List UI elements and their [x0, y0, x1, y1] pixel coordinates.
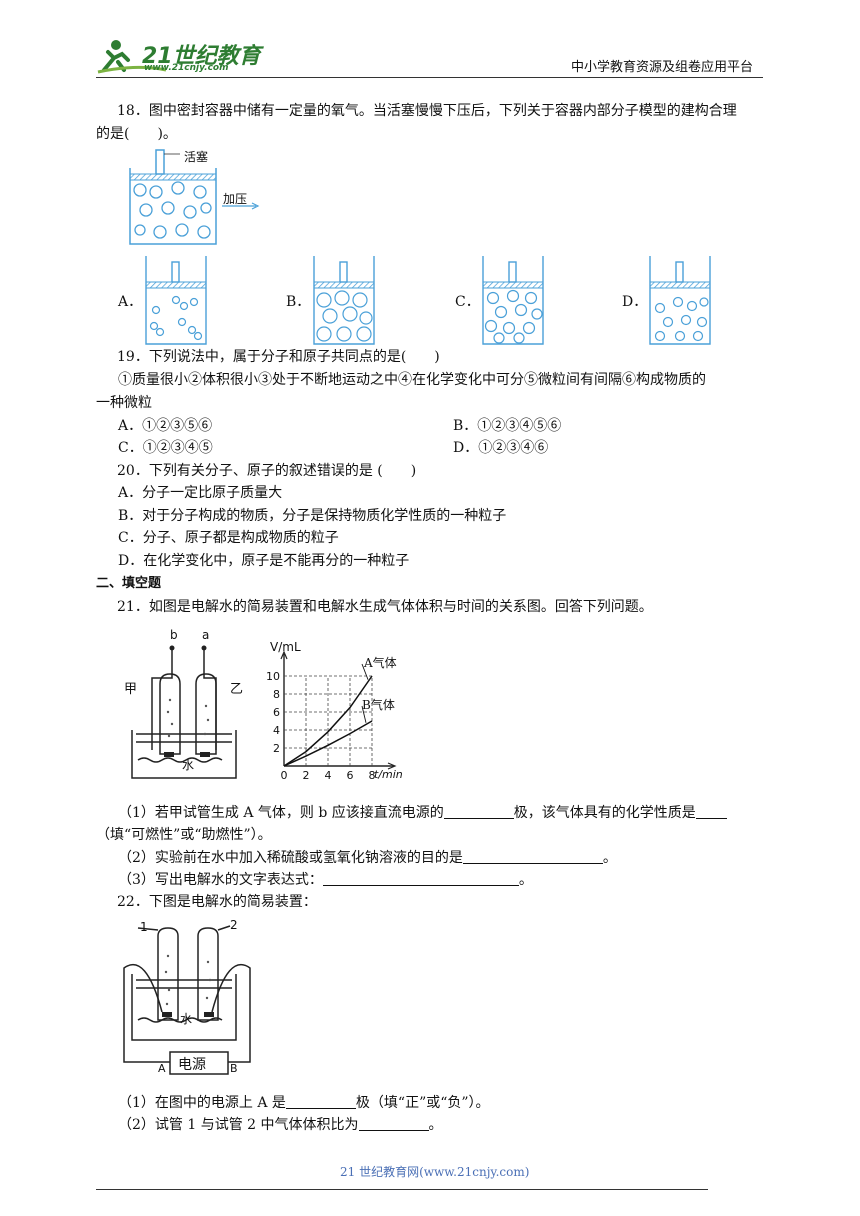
x-tick-label: 0 [281, 769, 288, 782]
q20-option-b[interactable]: B．对于分子构成的物质，分子是保持物质化学性质的一种粒子 [118, 508, 507, 524]
series-a-line [283, 675, 373, 767]
q21-part1-line1: （1）若甲试管生成 A 气体，则 b 应该接直流电源的 极，该气体具有的化学性质是 [118, 803, 727, 823]
q22-stem: 22．下图是电解水的简易装置： [117, 894, 317, 910]
q19-stem: 19．下列说法中，属于分子和原子共同点的是( ) [117, 349, 440, 365]
chart-series-b-label: B气体 [362, 698, 395, 712]
label-jia: 甲 [124, 682, 138, 697]
q21-p1b: 极，该气体具有的化学性质是 [513, 805, 696, 821]
option-label: D． [622, 294, 648, 310]
q19-option-c[interactable]: C．①②③④⑤ [118, 440, 213, 456]
chart-series-a-label: A气体 [364, 656, 397, 670]
q19-items-line2: 一种微粒 [96, 395, 152, 411]
x-tick-label: 4 [325, 769, 332, 782]
series-a-leader [361, 663, 369, 680]
q21-apparatus-figure: b a 甲 乙 水 [124, 628, 244, 780]
x-axis-arrow [387, 762, 397, 770]
q22-p2b: 。 [428, 1117, 443, 1133]
q21-p1c: （填“可燃性”或“助燃性”）。 [96, 827, 272, 843]
chart-ylabel: V/mL [270, 640, 301, 654]
y-tick-label: 2 [273, 742, 280, 755]
q22-apparatus-figure: 1 2 水 电源 A B [118, 916, 268, 1076]
q18-line1: 18．图中密封容器中储有一定量的氧气。当活塞慢慢下压后，下列关于容器内部分子模型… [117, 103, 737, 119]
footer-text: 21 世纪教育网(www.21cnjy.com) [340, 1165, 530, 1179]
q18-option-d[interactable]: D． [622, 256, 732, 346]
option-label: C． [455, 294, 480, 310]
y-tick-label: 4 [273, 724, 280, 737]
label-1: 1 [140, 920, 148, 934]
logo-url-text: www.21cnjy.com [144, 63, 229, 73]
q22-blank2[interactable] [358, 1116, 429, 1131]
label-press: 加压 [223, 192, 248, 206]
q22-part2: （2）试管 1 与试管 2 中气体体积比为 。 [118, 1115, 443, 1135]
q21-stem: 21．如图是电解水的简易装置和电解水生成气体体积与时间的关系图。回答下列问题。 [117, 599, 653, 615]
q22-blank1[interactable] [285, 1094, 356, 1109]
q21-p3a: （3）写出电解水的文字表达式： [118, 872, 323, 888]
q21-part3: （3）写出电解水的文字表达式： 。 [118, 870, 533, 890]
header-logo: 21世纪教育 www.21cnjy.com [96, 36, 266, 76]
q21-p2b: 。 [602, 850, 617, 866]
y-axis-arrow [280, 650, 288, 660]
x-tick-label: 2 [303, 769, 310, 782]
label-b: B [230, 1062, 238, 1075]
q22-part1: （1）在图中的电源上 A 是 极（填“正”或“负”）。 [118, 1093, 490, 1113]
chart-svg: 2 4 6 8 10 0 2 4 6 8 [266, 650, 397, 782]
label-yi: 乙 [230, 682, 244, 697]
q19-option-d[interactable]: D．①②③④⑥ [453, 440, 549, 456]
q21-p3b: 。 [518, 872, 533, 888]
q22-p1b: 极（填“正”或“负”）。 [355, 1095, 490, 1111]
label-2: 2 [230, 918, 238, 932]
q21-blank3[interactable] [462, 849, 603, 864]
q19-items-line1: ①质量很小②体积很小③处于不断地运动之中④在化学变化中可分⑤微粒间有间隔⑥构成物… [118, 372, 706, 388]
option-label: B． [286, 294, 311, 310]
q22-p1a: （1）在图中的电源上 A 是 [118, 1095, 286, 1111]
label-piston: 活塞 [184, 150, 209, 164]
label-b: b [170, 628, 178, 642]
y-tick-label: 6 [273, 706, 280, 719]
section-title: 二、填空题 [96, 576, 162, 591]
runner-logo-icon [97, 40, 167, 74]
platform-title: 中小学教育资源及组卷应用平台 [571, 60, 754, 75]
q18-option-c[interactable]: C． [455, 256, 565, 346]
q21-p2a: （2）实验前在水中加入稀硫酸或氢氧化钠溶液的目的是 [118, 850, 463, 866]
q18-option-a[interactable]: A． [118, 256, 228, 346]
q21-blank2[interactable] [695, 804, 727, 819]
q21-blank1[interactable] [443, 804, 514, 819]
label-power: 电源 [178, 1057, 206, 1073]
label-a: A [158, 1062, 166, 1075]
y-tick-label: 8 [273, 688, 280, 701]
q20-stem: 20．下列有关分子、原子的叙述错误的是 ( ) [117, 463, 417, 479]
q20-option-d[interactable]: D．在化学变化中，原子是不能再分的一种粒子 [118, 553, 410, 569]
q21-p1a: （1）若甲试管生成 A 气体，则 b 应该接直流电源的 [118, 805, 444, 821]
q21-volume-time-chart: 2 4 6 8 10 0 2 4 6 8 V/mL t/min A气体 B气体 [256, 640, 416, 782]
y-tick-label: 10 [266, 670, 280, 683]
q18-option-b[interactable]: B． [286, 256, 396, 346]
x-tick-label: 8 [369, 769, 376, 782]
q18-main-figure: 活塞 加压 [126, 148, 276, 248]
logo-main-text: 21世纪教育 [142, 44, 261, 69]
x-tick-label: 6 [347, 769, 354, 782]
option-label: A． [118, 294, 143, 310]
q19-option-a[interactable]: A．①②③⑤⑥ [118, 418, 213, 434]
footer-divider [96, 1189, 708, 1190]
chart-xlabel: t/min [374, 768, 403, 781]
series-b-leader [361, 705, 367, 723]
q21-blank4[interactable] [322, 871, 519, 886]
label-water: 水 [180, 1012, 193, 1026]
q21-part2: （2）实验前在水中加入稀硫酸或氢氧化钠溶液的目的是 。 [118, 848, 617, 868]
header-divider [96, 77, 763, 78]
q19-option-b[interactable]: B．①②③④⑤⑥ [453, 418, 562, 434]
label-a: a [202, 628, 210, 642]
q22-p2a: （2）试管 1 与试管 2 中气体体积比为 [118, 1117, 359, 1133]
q20-option-a[interactable]: A．分子一定比原子质量大 [118, 485, 283, 501]
series-b-line [283, 720, 373, 767]
label-water: 水 [182, 758, 195, 772]
q18-line2: 的是( )。 [96, 126, 177, 142]
q20-option-c[interactable]: C．分子、原子都是构成物质的粒子 [118, 530, 339, 546]
